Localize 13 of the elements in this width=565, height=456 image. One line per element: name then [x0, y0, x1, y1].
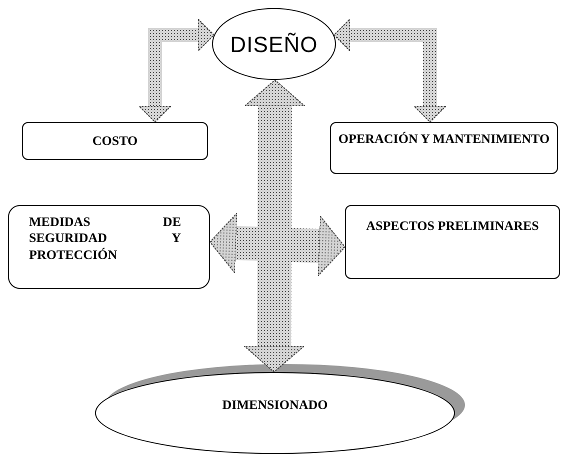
block-arrow: [210, 212, 346, 277]
node-label: DIMENSIONADO: [222, 396, 328, 414]
node-label: OPERACIÓN Y MANTENIMIENTO: [338, 131, 550, 148]
node-label: DISEÑO: [230, 30, 318, 58]
rounded-box: [345, 205, 560, 279]
block-arrow: [334, 18, 446, 122]
node-label: COSTO: [92, 132, 138, 150]
rounded-box: [22, 122, 208, 160]
node-label: ASPECTOS PRELIMINARES: [366, 218, 539, 234]
rounded-box: [8, 205, 210, 289]
rounded-box: [330, 122, 558, 174]
block-arrow: [138, 18, 214, 122]
node-label: MEDIDAS DE SEGURIDAD Y PROTECCIÓN: [29, 214, 181, 263]
